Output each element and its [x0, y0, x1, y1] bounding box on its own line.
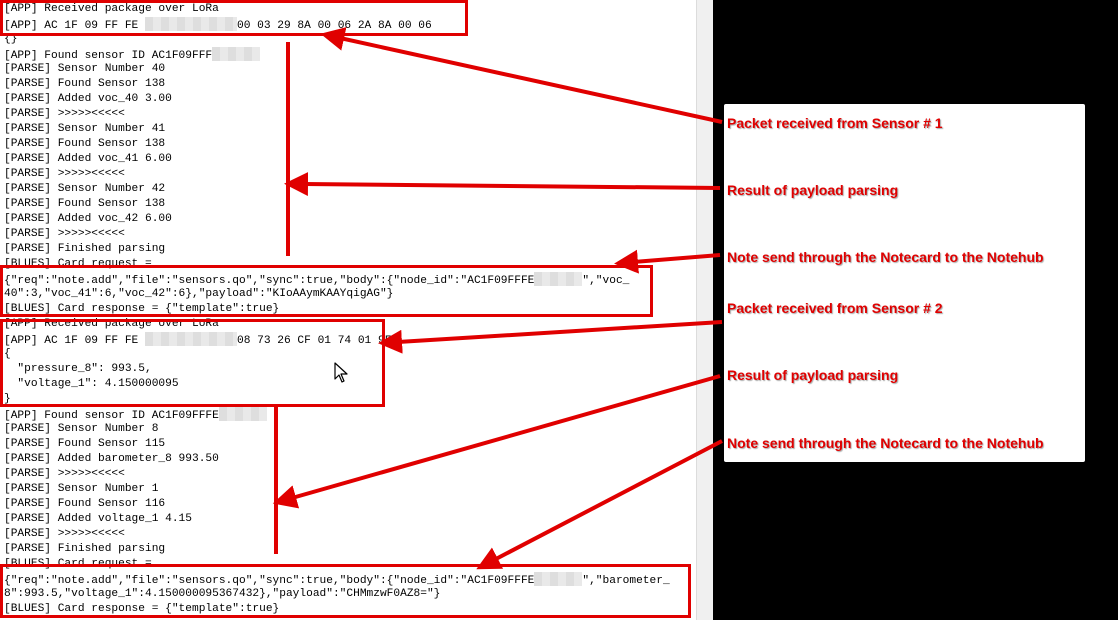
redacted-block — [145, 17, 237, 31]
terminal-line: [PARSE] >>>>><<<<< — [4, 228, 125, 240]
parse-bracket-line-2 — [274, 406, 278, 554]
terminal-line: [PARSE] Added voc_41 6.00 — [4, 153, 172, 165]
json-suffix: ","barometer_ — [582, 575, 670, 587]
highlight-note-1 — [0, 265, 653, 317]
terminal-line: { — [4, 348, 11, 360]
terminal-line: [PARSE] Found Sensor 115 — [4, 438, 166, 450]
terminal-line: [PARSE] Sensor Number 41 — [4, 123, 166, 135]
terminal-line: [PARSE] >>>>><<<<< — [4, 108, 125, 120]
hex-prefix: [APP] AC 1F 09 FF FE — [4, 335, 145, 347]
legend-panel: Packet received from Sensor # 1 Result o… — [724, 104, 1085, 462]
hex-suffix: 00 03 29 8A 00 06 2A 8A 00 06 — [237, 20, 432, 32]
legend-label-note-1: Note send through the Notecard to the No… — [727, 249, 1044, 265]
highlight-packet-2 — [0, 319, 385, 407]
terminal-line: [PARSE] Added voc_40 3.00 — [4, 93, 172, 105]
terminal-line: [PARSE] Finished parsing — [4, 243, 166, 255]
highlight-packet-1 — [0, 0, 468, 36]
terminal-line: [PARSE] Added barometer_8 993.50 — [4, 453, 219, 465]
terminal-line: [PARSE] >>>>><<<<< — [4, 468, 125, 480]
json-prefix: {"req":"note.add","file":"sensors.qo","s… — [4, 275, 535, 287]
redacted-block — [145, 332, 237, 346]
terminal-line: {} — [4, 33, 18, 45]
terminal-line: [PARSE] Finished parsing — [4, 543, 166, 555]
terminal-line: [PARSE] >>>>><<<<< — [4, 168, 125, 180]
terminal-line: {"req":"note.add","file":"sensors.qo","s… — [4, 572, 670, 587]
terminal-line: [PARSE] Found Sensor 138 — [4, 78, 166, 90]
terminal-line: 8":993.5,"voltage_1":4.150000095367432},… — [4, 588, 441, 600]
highlight-note-2 — [0, 564, 691, 618]
redacted-block — [534, 272, 583, 286]
terminal-line: [PARSE] Sensor Number 42 — [4, 183, 166, 195]
terminal-line: [PARSE] Added voltage_1 4.15 — [4, 513, 192, 525]
redacted-block — [218, 407, 267, 421]
terminal-line: [BLUES] Card response = {"template":true… — [4, 603, 280, 615]
terminal-line: [PARSE] Found Sensor 138 — [4, 198, 166, 210]
legend-label-parsing-1: Result of payload parsing — [727, 182, 899, 198]
vertical-scrollbar[interactable] — [696, 0, 713, 620]
terminal-line: } — [4, 393, 11, 405]
json-prefix: {"req":"note.add","file":"sensors.qo","s… — [4, 575, 535, 587]
json-suffix: ","voc_ — [582, 275, 630, 287]
terminal-line: [BLUES] Card response = {"template":true… — [4, 303, 280, 315]
terminal-line: {"req":"note.add","file":"sensors.qo","s… — [4, 272, 629, 287]
terminal-line: [APP] Found sensor ID AC1F09FFF — [4, 47, 261, 62]
terminal-line: [APP] Found sensor ID AC1F09FFFE — [4, 407, 267, 422]
redacted-block — [534, 572, 583, 586]
mouse-pointer-icon — [334, 362, 348, 383]
terminal-line: [PARSE] Added voc_42 6.00 — [4, 213, 172, 225]
terminal-line: [PARSE] Found Sensor 138 — [4, 138, 166, 150]
redacted-block — [212, 47, 261, 61]
terminal-line: [APP] Received package over LoRa — [4, 3, 219, 15]
legend-label-packet-1: Packet received from Sensor # 1 — [727, 115, 943, 131]
terminal-line: [PARSE] Sensor Number 8 — [4, 423, 159, 435]
terminal-line: "voltage_1": 4.150000095 — [4, 378, 179, 390]
legend-label-packet-2: Packet received from Sensor # 2 — [727, 300, 943, 316]
legend-label-parsing-2: Result of payload parsing — [727, 367, 899, 383]
terminal-line: [PARSE] Found Sensor 116 — [4, 498, 166, 510]
terminal-line: 40":3,"voc_41":6,"voc_42":6},"payload":"… — [4, 288, 394, 300]
sensor-id-text: [APP] Found sensor ID AC1F09FFF — [4, 50, 213, 62]
terminal-line: [APP] AC 1F 09 FF FE 00 03 29 8A 00 06 2… — [4, 17, 432, 32]
terminal-line: [PARSE] Sensor Number 1 — [4, 483, 159, 495]
sensor-id-text: [APP] Found sensor ID AC1F09FFFE — [4, 410, 219, 422]
legend-label-note-2: Note send through the Notecard to the No… — [727, 435, 1044, 451]
hex-prefix: [APP] AC 1F 09 FF FE — [4, 20, 145, 32]
terminal-line: [PARSE] Sensor Number 40 — [4, 63, 166, 75]
terminal-line: "pressure_8": 993.5, — [4, 363, 152, 375]
parse-bracket-line-1 — [286, 42, 290, 256]
terminal-line: [PARSE] >>>>><<<<< — [4, 528, 125, 540]
